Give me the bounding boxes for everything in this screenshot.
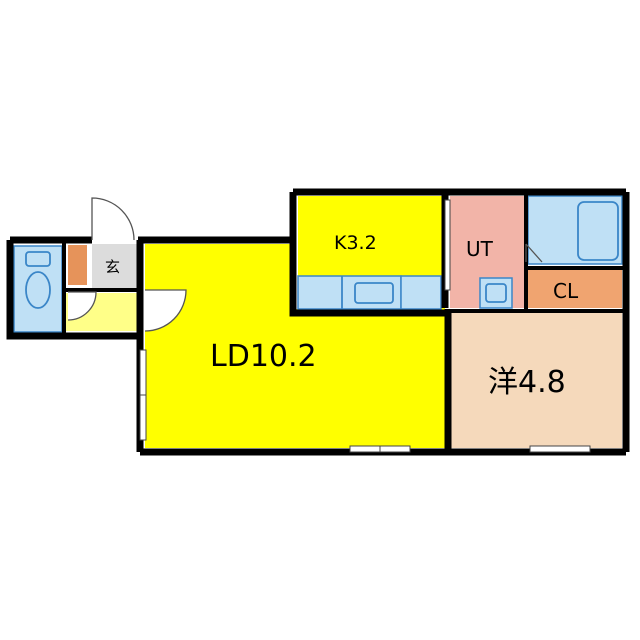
room-labels: LD10.2 K3.2 洋4.8 UT CL 玄: [105, 232, 579, 400]
label-entrance: 玄: [105, 258, 120, 276]
door-swing-icon: [67, 197, 543, 332]
label-ld: LD10.2: [210, 339, 317, 374]
kitchen-counter: [297, 275, 442, 310]
room-fills: [65, 196, 622, 448]
bathroom: [527, 195, 623, 265]
label-western: 洋4.8: [488, 365, 566, 400]
bathtub-icon: [577, 201, 619, 261]
toilet-room: [13, 245, 63, 333]
toilet-icon: [25, 251, 51, 309]
room-entrance: [92, 244, 140, 288]
room-ld: [145, 244, 445, 448]
window-icon: [139, 199, 591, 453]
fixtures: [13, 195, 623, 333]
kitchen-sink-icon: [354, 282, 394, 304]
washbasin-icon: [479, 277, 513, 309]
label-kitchen: K3.2: [334, 232, 377, 254]
label-utility: UT: [466, 237, 494, 261]
entry-shelf: [68, 245, 87, 285]
room-western: [450, 313, 622, 448]
room-closet: [528, 270, 622, 308]
label-closet: CL: [553, 279, 579, 303]
